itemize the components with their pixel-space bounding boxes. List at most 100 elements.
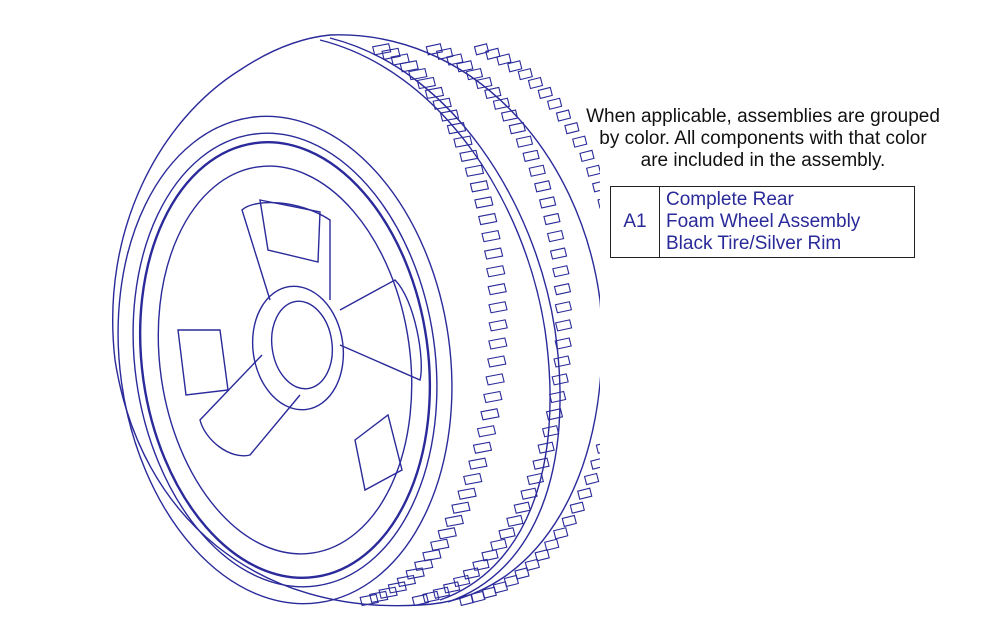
tread-block [451,501,471,514]
tread-block [534,549,550,562]
tread-block [478,212,498,226]
note-line: When applicable, assemblies are grouped [586,106,940,127]
part-description: Complete Rear Foam Wheel Assembly Black … [659,186,915,258]
spoke-upper [241,201,331,301]
tread-block [422,590,440,604]
tread-block [456,60,474,73]
tread-block [544,538,560,551]
tread-block [468,457,488,470]
tread-block [457,487,477,500]
tread-block [508,122,526,135]
tread-block [399,60,419,73]
tread-block [432,586,451,599]
tread-block [442,581,461,594]
tread-block [545,408,564,421]
tread-block [551,373,569,386]
tread-block [534,180,552,193]
tread-block [372,43,392,56]
rim-outer [132,132,438,588]
tread-block [424,86,445,100]
tread-block [425,43,443,56]
tread-block [453,135,473,148]
tread-block [498,527,516,540]
tread-block [506,514,524,528]
tire-sidewall [117,115,453,605]
tread-block [387,581,408,594]
tread-block [481,229,501,243]
tread-block [569,501,585,514]
tread-block [515,135,534,148]
tread-block [472,558,490,572]
tread-block [422,549,442,562]
part-description-line: Black Tire/Silver Rim [666,233,842,254]
tread-block [583,472,600,486]
tread-block [486,265,506,278]
tread-block [543,212,561,226]
tread-block [554,301,573,314]
tread-block [430,538,450,551]
tread-block [369,590,389,604]
tread-block [453,574,471,588]
tread-block [459,149,479,162]
tread-block [552,265,570,278]
tread-block [411,593,430,607]
tread-block [553,283,572,296]
spoke-lower-left [199,354,301,457]
tread-block [553,527,569,540]
note-line: are included in the assembly. [640,150,886,171]
tread-block [597,198,600,209]
tread-block [444,514,464,528]
tread-block [473,43,490,56]
tread-block [416,76,437,90]
part-description-line: Foam Wheel Assembly [666,211,861,232]
tread-block [483,247,504,260]
tread-block [463,472,483,486]
tread-block [537,441,555,454]
hub-outer [251,285,345,411]
tread-block [378,586,398,599]
tread-block [532,457,550,470]
tread-block [555,109,572,122]
tread-block [548,390,567,404]
rim-window-left [177,329,229,396]
tread-block [490,538,508,551]
tread-block [485,373,505,386]
tread-block [541,425,560,438]
tread-block [554,319,573,332]
tread-block [496,53,512,66]
tread-block [408,67,428,81]
tread-block [554,337,572,350]
tread-block [458,593,475,607]
tread-block [488,337,508,350]
rim-window-top [259,199,321,263]
tread-center-groove [319,39,551,601]
tread-block [414,558,434,572]
tread-block [500,109,519,122]
tread-block [446,122,467,135]
tread-block [526,472,545,486]
tread-block [492,97,511,110]
tread-block [487,283,507,296]
tread-block [474,196,494,209]
part-code: A1 [610,186,660,258]
tread-block [507,60,523,73]
tread-block [517,67,533,81]
tread-block [476,425,497,438]
tread-block [522,149,540,162]
tread-block [481,549,499,562]
tread-block [577,487,593,500]
tread-block [546,229,565,243]
tread-block [561,514,577,528]
part-description-line: Complete Rear [666,189,794,210]
wheel-diagram [111,34,600,607]
tread-block [472,441,493,454]
tread-block [564,122,580,135]
tread-block [483,390,503,404]
spoke-right [339,279,422,381]
tread-block [513,501,531,514]
assembly-note: When applicable, assemblies are grouped … [548,106,978,172]
tread-block [520,487,538,500]
tread-block [595,443,600,454]
tread-block [538,196,557,209]
tread-block [464,164,485,177]
